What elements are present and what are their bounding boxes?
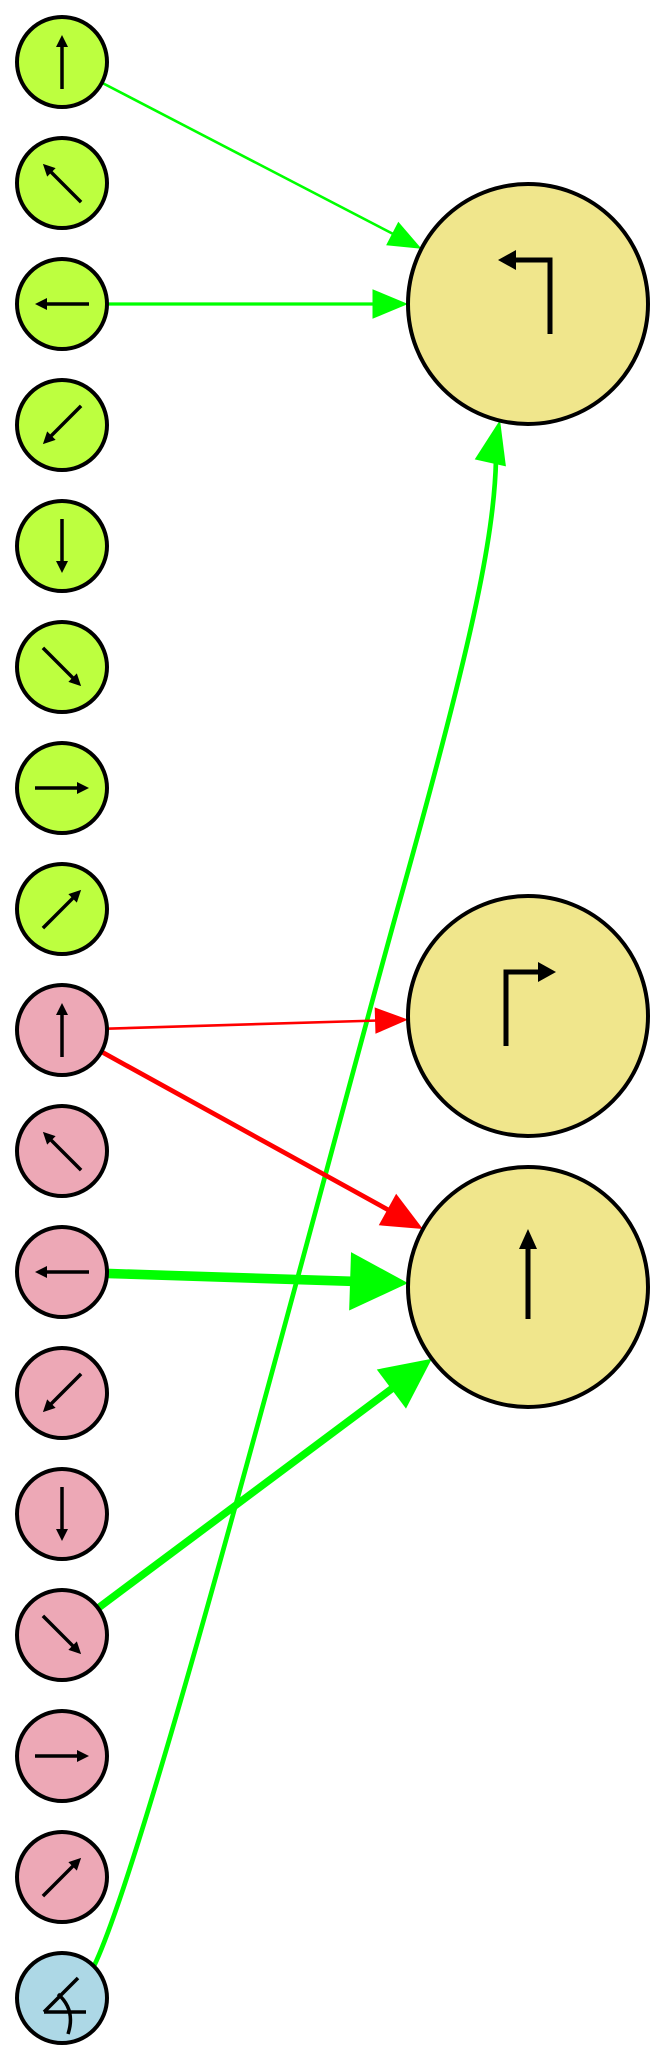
input-node-p-up-left (15, 1104, 109, 1198)
input-node-g-up-left (15, 136, 109, 230)
edge-arrowhead (378, 1193, 423, 1230)
edge-line (106, 1268, 357, 1287)
edges-layer (91, 81, 506, 1968)
edge-line (101, 81, 396, 237)
input-node-g-up (15, 15, 109, 109)
output-node-out-turn-left (406, 182, 650, 426)
arrow-down-left-icon (42, 1372, 83, 1413)
input-node-p-up-right (15, 1830, 109, 1924)
input-node-p-down (15, 1467, 109, 1561)
edge-line (95, 1382, 398, 1612)
arrow-up-icon (56, 35, 68, 89)
input-node-g-down (15, 499, 109, 593)
arrow-right-icon (35, 1750, 89, 1762)
input-node-p-down-right (15, 1588, 109, 1682)
arrow-down-right-icon (41, 1614, 82, 1655)
input-node-g-down-left (15, 378, 109, 472)
input-node-p-down-left (15, 1346, 109, 1440)
edge-arrowhead (474, 420, 506, 467)
edge-arrowhead (372, 289, 408, 319)
arrow-up-right-icon (41, 1857, 82, 1898)
turn-right-icon (503, 962, 556, 1046)
input-node-b-angle (15, 1951, 109, 2045)
arrow-down-left-icon (42, 404, 83, 445)
turn-left-icon (498, 250, 553, 334)
edge-line (106, 1019, 379, 1030)
input-node-p-left (15, 1225, 109, 1319)
edge-p-up-to-out-straight (100, 1049, 423, 1230)
edge-b-angle-to-out-turn-left (91, 420, 506, 1968)
output-node-out-straight (406, 1165, 650, 1409)
arrow-up-icon (56, 1003, 68, 1057)
arrow-down-icon (56, 519, 68, 573)
node-circle (406, 894, 650, 1138)
input-node-p-right (15, 1709, 109, 1803)
arrow-left-icon (35, 1266, 89, 1278)
edge-arrowhead (349, 1252, 409, 1311)
nodes-layer (15, 15, 650, 2045)
edge-g-left-to-out-turn-left (107, 289, 408, 319)
edge-line (91, 459, 499, 1968)
node-circle (406, 182, 650, 426)
edge-arrowhead (386, 221, 422, 249)
input-node-g-left (15, 257, 109, 351)
edge-p-left-to-out-straight (106, 1252, 409, 1311)
edge-p-down-right-to-out-straight (95, 1358, 432, 1612)
arrow-up-left-icon (42, 1131, 83, 1172)
edge-line (100, 1049, 393, 1214)
input-node-p-up (15, 983, 109, 1077)
arrow-right-icon (35, 782, 89, 794)
angle-icon (42, 1976, 86, 2035)
arrow-up-right-icon (41, 889, 82, 930)
input-node-g-right (15, 741, 109, 835)
arrow-down-right-icon (41, 646, 82, 687)
edge-arrowhead (376, 1358, 432, 1409)
edge-g-up-to-out-turn-left (101, 81, 422, 249)
edge-p-up-to-out-turn-right (106, 1007, 409, 1034)
output-node-out-turn-right (406, 894, 650, 1138)
edge-arrowhead (374, 1007, 409, 1034)
input-node-g-up-right (15, 862, 109, 956)
arrow-left-icon (35, 298, 89, 310)
arrow-up-left-icon (42, 163, 83, 204)
straight-up-icon (519, 1229, 537, 1319)
arrow-down-icon (56, 1487, 68, 1541)
input-node-g-down-right (15, 620, 109, 714)
